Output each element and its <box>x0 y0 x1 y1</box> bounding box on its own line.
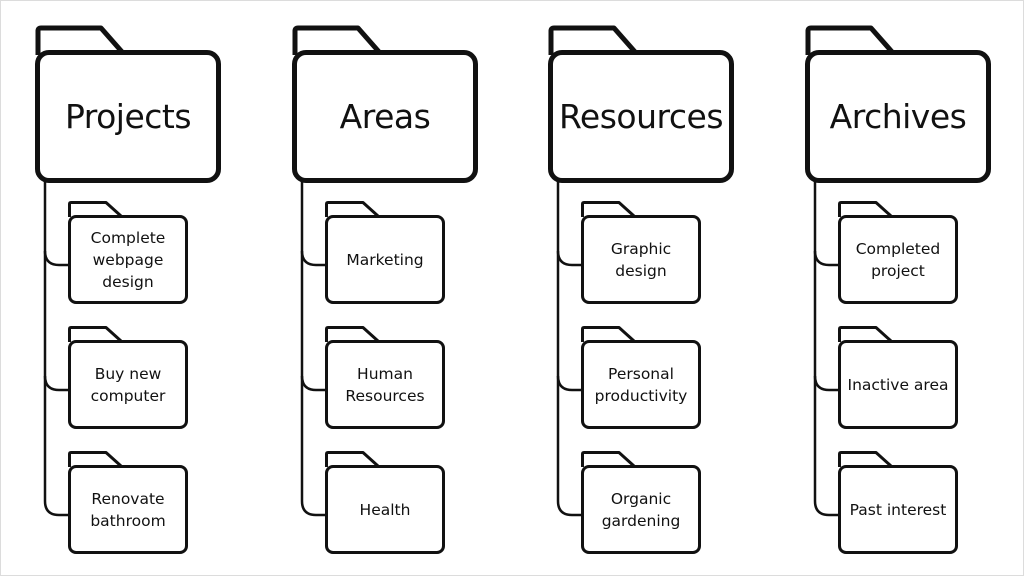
column-archives: Archives Completed project Inactive area <box>771 1 1011 577</box>
connector-line <box>813 181 841 517</box>
connector-branch <box>43 375 71 392</box>
subfolder-label: Marketing <box>346 250 424 269</box>
folder-icon <box>581 451 636 468</box>
subfolder-body: Complete webpage design <box>68 215 188 304</box>
connector-branch <box>556 375 584 392</box>
subfolder-label: Human Resources <box>345 364 425 405</box>
subfolder-body: Completed project <box>838 215 958 304</box>
connector-branch <box>556 250 584 267</box>
subfolder-body: Human Resources <box>325 340 445 429</box>
folder-body: Archives <box>805 50 991 183</box>
connector-branch <box>813 375 841 392</box>
subfolder-label: Personal productivity <box>594 364 688 405</box>
subfolder: Past interest <box>838 451 958 554</box>
connector-line <box>556 181 584 517</box>
subfolder: Graphic design <box>581 201 701 304</box>
folder-areas: Areas <box>292 25 478 183</box>
folder-title: Archives <box>829 97 967 136</box>
subfolder-label: Buy new computer <box>90 364 166 405</box>
folder-icon <box>838 326 893 343</box>
folder-body: Areas <box>292 50 478 183</box>
subfolder: Human Resources <box>325 326 445 429</box>
connector-branch <box>43 250 71 267</box>
subfolder-label: Renovate bathroom <box>90 489 166 530</box>
folder-icon <box>325 326 380 343</box>
subfolder-label: Inactive area <box>847 375 949 394</box>
subfolder-label: Graphic design <box>610 239 672 280</box>
folder-icon <box>35 25 125 55</box>
folder-icon <box>325 201 380 218</box>
folder-title: Resources <box>558 97 724 136</box>
connector-branch <box>813 250 841 267</box>
subfolder: Renovate bathroom <box>68 451 188 554</box>
folder-icon <box>548 25 638 55</box>
subfolder: Personal productivity <box>581 326 701 429</box>
subfolder: Completed project <box>838 201 958 304</box>
subfolder-label: Organic gardening <box>601 489 681 530</box>
subfolder-label: Completed project <box>855 239 941 280</box>
subfolder-body: Organic gardening <box>581 465 701 554</box>
subfolder-body: Marketing <box>325 215 445 304</box>
subfolder-label: Complete webpage design <box>90 228 166 291</box>
folder-body: Projects <box>35 50 221 183</box>
folder-icon <box>292 25 382 55</box>
column-projects: Projects Complete webpage design Buy new… <box>1 1 241 577</box>
folder-title: Projects <box>64 97 192 136</box>
subfolder-body: Buy new computer <box>68 340 188 429</box>
subfolder-label: Health <box>359 500 411 519</box>
subfolder: Marketing <box>325 201 445 304</box>
subfolder-body: Personal productivity <box>581 340 701 429</box>
folder-icon <box>325 451 380 468</box>
folder-icon <box>838 451 893 468</box>
connector-line <box>43 181 71 517</box>
subfolder-body: Graphic design <box>581 215 701 304</box>
folder-title: Areas <box>339 97 431 136</box>
connector-branch <box>300 375 328 392</box>
folder-projects: Projects <box>35 25 221 183</box>
folder-icon <box>68 326 123 343</box>
subfolder-body: Inactive area <box>838 340 958 429</box>
folder-icon <box>581 326 636 343</box>
subfolder: Health <box>325 451 445 554</box>
folder-icon <box>581 201 636 218</box>
connector-line <box>300 181 328 517</box>
folder-icon <box>68 201 123 218</box>
subfolder: Organic gardening <box>581 451 701 554</box>
column-resources: Resources Graphic design Personal produc… <box>514 1 754 577</box>
subfolder-body: Health <box>325 465 445 554</box>
folder-archives: Archives <box>805 25 991 183</box>
folder-body: Resources <box>548 50 734 183</box>
connector-branch <box>300 250 328 267</box>
subfolder-body: Renovate bathroom <box>68 465 188 554</box>
folder-icon <box>68 451 123 468</box>
subfolder: Complete webpage design <box>68 201 188 304</box>
subfolder-body: Past interest <box>838 465 958 554</box>
column-areas: Areas Marketing Human Resources Hea <box>258 1 498 577</box>
subfolder: Buy new computer <box>68 326 188 429</box>
folder-resources: Resources <box>548 25 734 183</box>
subfolder: Inactive area <box>838 326 958 429</box>
folder-icon <box>805 25 895 55</box>
subfolder-label: Past interest <box>849 500 947 519</box>
folder-icon <box>838 201 893 218</box>
